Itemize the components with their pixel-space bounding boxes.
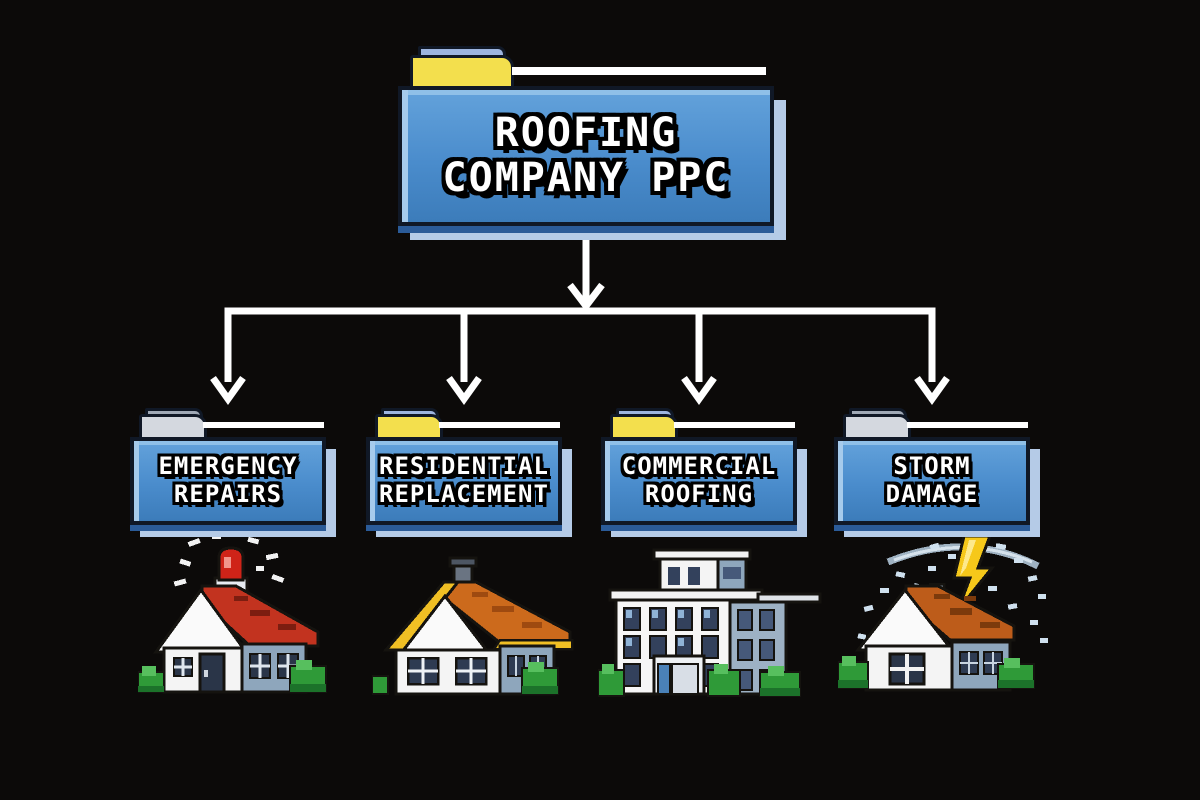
emergency-house-icon [137,534,327,694]
bushes [371,662,559,695]
root-folder-label: ROOFING COMPANY PPC [442,110,730,201]
bushes [837,656,1035,689]
root-arrowhead [567,282,605,312]
folder-emergency-repairs: EMERGENCY REPAIRS [130,408,336,538]
lightning-bolt [952,534,996,611]
folder-body: COMMERCIAL ROOFING [601,437,797,525]
arrowhead-3 [681,375,717,406]
folder-label: COMMERCIAL ROOFING [621,452,777,508]
folder-body: STORM DAMAGE [834,437,1030,525]
folder-top-line [203,422,324,428]
arrowhead-1 [210,375,246,406]
arrowhead-4 [914,375,950,406]
folder-top-line [674,422,795,428]
folder-body: EMERGENCY REPAIRS [130,437,326,525]
folder-top-line [512,67,766,75]
house [854,582,1016,692]
folder-storm-damage: STORM DAMAGE [834,408,1040,538]
folder-body: RESIDENTIAL REPLACEMENT [366,437,562,525]
arrowhead-2 [446,375,482,406]
folder-top-line [907,422,1028,428]
house [382,580,574,696]
house [153,584,320,694]
branch-lines [224,307,936,382]
residential-house-icon [371,556,574,696]
bushes [597,664,801,697]
alert-sparks [173,534,285,587]
chimney [448,556,478,586]
folder-label: RESIDENTIAL REPLACEMENT [379,452,549,508]
folder-commercial-roofing: COMMERCIAL ROOFING [601,408,807,538]
bushes [137,660,327,693]
penthouse [652,548,752,595]
commercial-building-icon [597,548,822,697]
folder-residential-replacement: RESIDENTIAL REPLACEMENT [366,408,572,538]
root-folder: ROOFING COMPANY PPC [398,46,774,246]
folder-label: EMERGENCY REPAIRS [158,452,298,508]
folder-body: ROOFING COMPANY PPC [398,86,774,226]
entrance [652,654,706,696]
folder-top-line [439,422,560,428]
folder-label: STORM DAMAGE [885,452,979,508]
storm-damage-house-icon [837,534,1048,692]
lightning-highlight [960,540,976,576]
